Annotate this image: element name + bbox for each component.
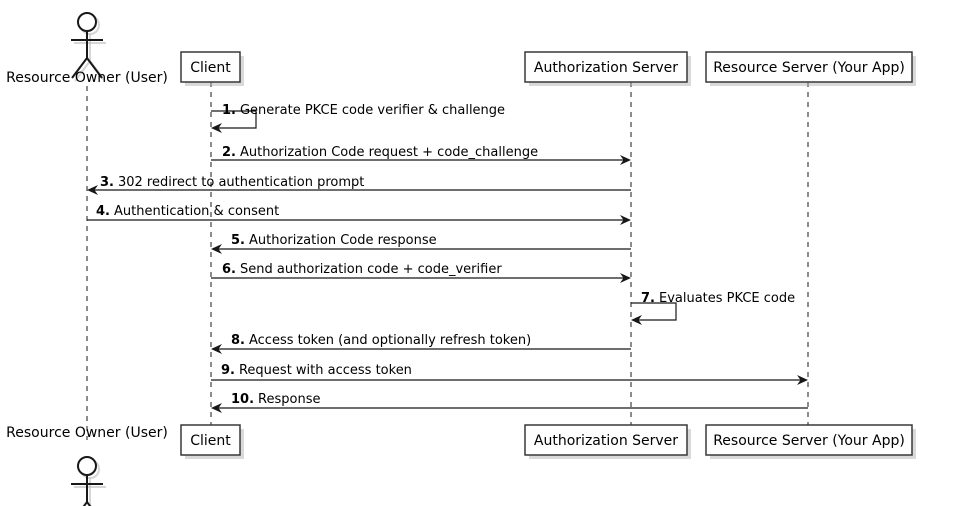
participant-box[interactable] <box>524 424 688 456</box>
message-4[interactable]: 4. Authentication & consent <box>87 204 631 225</box>
message-text: Response <box>258 392 320 407</box>
participant-label: Resource Server (Your App) <box>713 433 905 449</box>
message-text: Generate PKCE code verifier & challenge <box>240 103 505 118</box>
arrowhead <box>620 215 631 225</box>
participant-box[interactable] <box>180 424 241 456</box>
message-6[interactable]: 6. Send authorization code + code_verifie… <box>211 262 631 283</box>
participant-box[interactable] <box>524 51 688 83</box>
self-message-path <box>631 302 677 321</box>
actor-leg-right <box>86 57 103 79</box>
participant-label: Authorization Server <box>534 60 678 76</box>
arrowhead <box>620 155 631 165</box>
message-number: 10. <box>231 392 254 407</box>
participant-owner-bottom[interactable] <box>71 456 106 506</box>
message-text: Authorization Code response <box>249 233 437 248</box>
message-text: Request with access token <box>239 363 412 378</box>
participant-label: Authorization Server <box>534 433 678 449</box>
message-10[interactable]: 10. Response <box>211 392 808 413</box>
message-2[interactable]: 2. Authorization Code request + code_chal… <box>211 145 631 165</box>
participant-box[interactable] <box>705 51 913 83</box>
message-label: 9. Request with access token <box>221 363 412 378</box>
message-text: Evaluates PKCE code <box>659 291 795 306</box>
participant-label: Client <box>190 433 231 449</box>
actor-leg-left <box>71 57 88 79</box>
message-number: 4. <box>96 204 110 219</box>
arrowhead <box>211 123 222 133</box>
message-3[interactable]: 3. 302 redirect to authentication prompt <box>87 175 631 195</box>
actor-head <box>77 456 97 476</box>
message-number: 2. <box>222 145 236 160</box>
message-text: 302 redirect to authentication prompt <box>118 175 364 190</box>
message-text: Send authorization code + code_verifier <box>240 262 502 277</box>
arrowhead <box>620 273 631 283</box>
message-1[interactable]: 1. Generate PKCE code verifier & challeng… <box>211 103 505 133</box>
self-message-path <box>211 110 257 129</box>
message-9[interactable]: 9. Request with access token <box>211 363 808 385</box>
message-number: 7. <box>641 291 655 306</box>
message-label: 2. Authorization Code request + code_chal… <box>222 145 538 160</box>
message-number: 8. <box>231 333 245 348</box>
participant-label: Resource Server (Your App) <box>713 60 905 76</box>
actor-leg-left <box>82 501 88 506</box>
participant-owner-top[interactable] <box>71 12 106 82</box>
participant-resourceserver-bottom[interactable]: Resource Server (Your App) <box>705 424 916 459</box>
message-text: Authorization Code request + code_challe… <box>240 145 538 160</box>
message-label: 3. 302 redirect to authentication prompt <box>100 175 364 190</box>
participant-resourceserver-top[interactable]: Resource Server (Your App) <box>705 51 916 86</box>
message-8[interactable]: 8. Access token (and optionally refresh t… <box>211 333 631 354</box>
participant-box[interactable] <box>705 424 913 456</box>
message-text: Authentication & consent <box>114 204 279 219</box>
message-7[interactable]: 7. Evaluates PKCE code <box>631 291 795 325</box>
message-number: 9. <box>221 363 235 378</box>
arrowhead <box>211 244 222 254</box>
message-text: Access token (and optionally refresh tok… <box>249 333 531 348</box>
participant-authserver-top[interactable]: Authorization Server <box>524 51 691 86</box>
message-label: 5. Authorization Code response <box>231 233 437 248</box>
message-label: 4. Authentication & consent <box>96 204 279 219</box>
participant-box[interactable] <box>180 51 241 83</box>
message-number: 1. <box>222 103 236 118</box>
actor-label-bottom: Resource Owner (User) <box>6 425 168 441</box>
participant-authserver-bottom[interactable]: Authorization Server <box>524 424 691 459</box>
actor-head <box>77 12 97 32</box>
arrowhead <box>797 375 808 385</box>
actor-leg-left-shadow <box>74 60 91 82</box>
arrowhead <box>87 185 98 195</box>
message-5[interactable]: 5. Authorization Code response <box>211 233 631 254</box>
message-label: 8. Access token (and optionally refresh t… <box>231 333 531 348</box>
message-label: 10. Response <box>231 392 320 407</box>
message-number: 6. <box>222 262 236 277</box>
participants-layer: Resource Owner (User) Resource Owner (Use… <box>6 12 916 506</box>
message-label: 6. Send authorization code + code_verifie… <box>222 262 502 277</box>
message-label: 7. Evaluates PKCE code <box>641 291 795 306</box>
participant-label: Client <box>190 60 231 76</box>
arrowhead <box>211 344 222 354</box>
arrowhead <box>631 315 642 325</box>
participant-client-bottom[interactable]: Client <box>180 424 244 459</box>
lifelines-layer <box>86 82 809 440</box>
participant-client-top[interactable]: Client <box>180 51 244 86</box>
arrowhead <box>211 403 222 413</box>
message-number: 3. <box>100 175 114 190</box>
actor-label-top: Resource Owner (User) <box>6 70 168 86</box>
messages-layer: 1. Generate PKCE code verifier & challeng… <box>87 103 808 413</box>
message-number: 5. <box>231 233 245 248</box>
message-label: 1. Generate PKCE code verifier & challeng… <box>222 103 505 118</box>
actor-leg-right <box>86 501 92 506</box>
